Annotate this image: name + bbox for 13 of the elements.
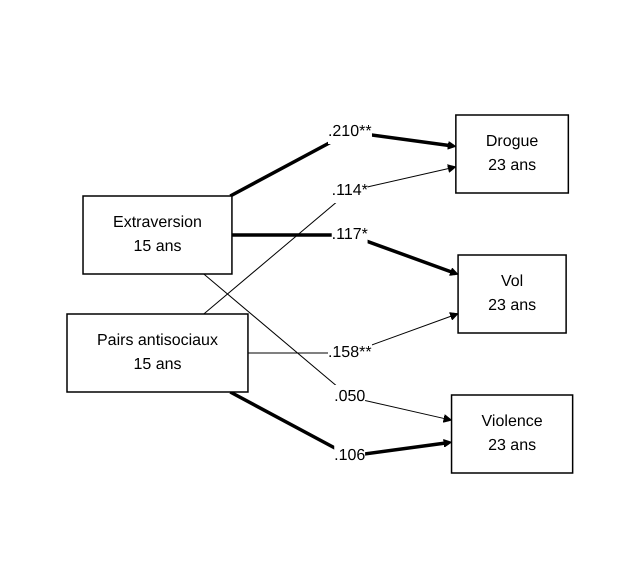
edge-label: .106 <box>334 447 366 464</box>
edge-label: .210** <box>328 123 372 140</box>
node-box: Pairs antisociaux 15 ans <box>66 313 249 393</box>
edge-label: .158** <box>328 344 372 361</box>
edge-label: .117* <box>332 226 368 243</box>
arrow <box>203 164 456 314</box>
edge-label: .114* <box>332 182 368 199</box>
node-box: Drogue 23 ans <box>455 114 570 194</box>
node-box: Violence 23 ans <box>450 394 574 474</box>
node-box: Extraversion 15 ans <box>82 195 233 275</box>
edge-label: .050 <box>334 388 366 405</box>
arrow <box>203 274 452 423</box>
node-box: Vol 23 ans <box>458 254 568 334</box>
